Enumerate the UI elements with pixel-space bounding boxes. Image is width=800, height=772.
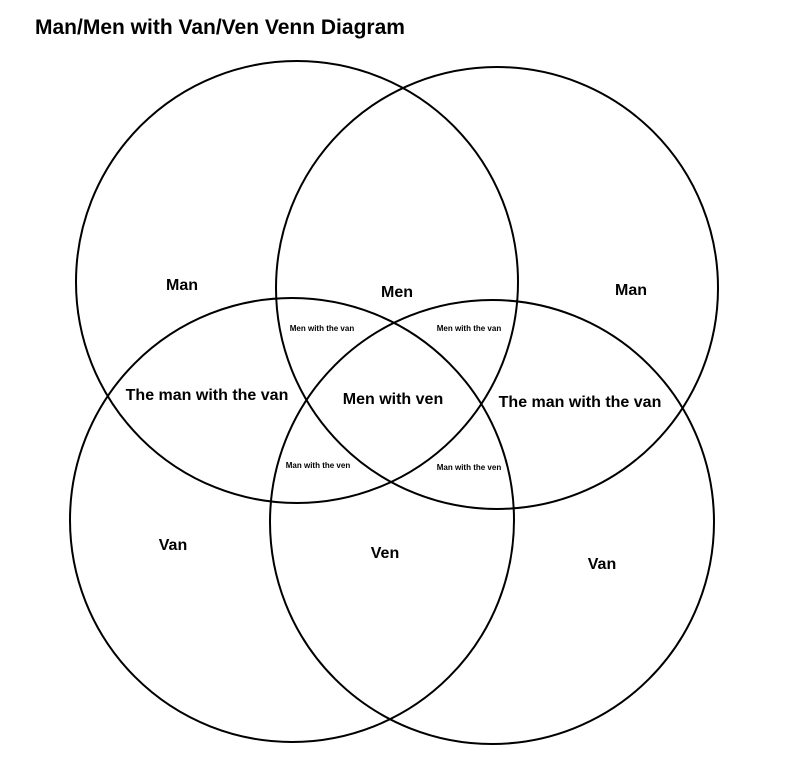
region-upper-right-triple: Men with the van	[437, 324, 502, 333]
circle-top-left	[75, 60, 519, 504]
page-title: Man/Men with Van/Ven Venn Diagram	[35, 16, 405, 39]
circle-bottom-right	[269, 299, 715, 745]
region-bottom-overlap: Ven	[371, 545, 399, 562]
region-center: Men with ven	[343, 391, 443, 408]
region-top-overlap: Men	[381, 284, 413, 301]
region-bottom-right-only: Van	[588, 556, 616, 573]
region-top-right-only: Man	[615, 282, 647, 299]
region-top-left-only: Man	[166, 277, 198, 294]
circle-bottom-left	[69, 297, 515, 743]
circle-top-right	[275, 66, 719, 510]
region-lower-left-triple: Man with the ven	[286, 461, 351, 470]
region-bottom-left-only: Van	[159, 537, 187, 554]
region-lower-right-triple: Man with the ven	[437, 463, 502, 472]
region-right-overlap: The man with the van	[499, 394, 662, 411]
region-left-overlap: The man with the van	[126, 387, 289, 404]
region-upper-left-triple: Men with the van	[290, 324, 355, 333]
